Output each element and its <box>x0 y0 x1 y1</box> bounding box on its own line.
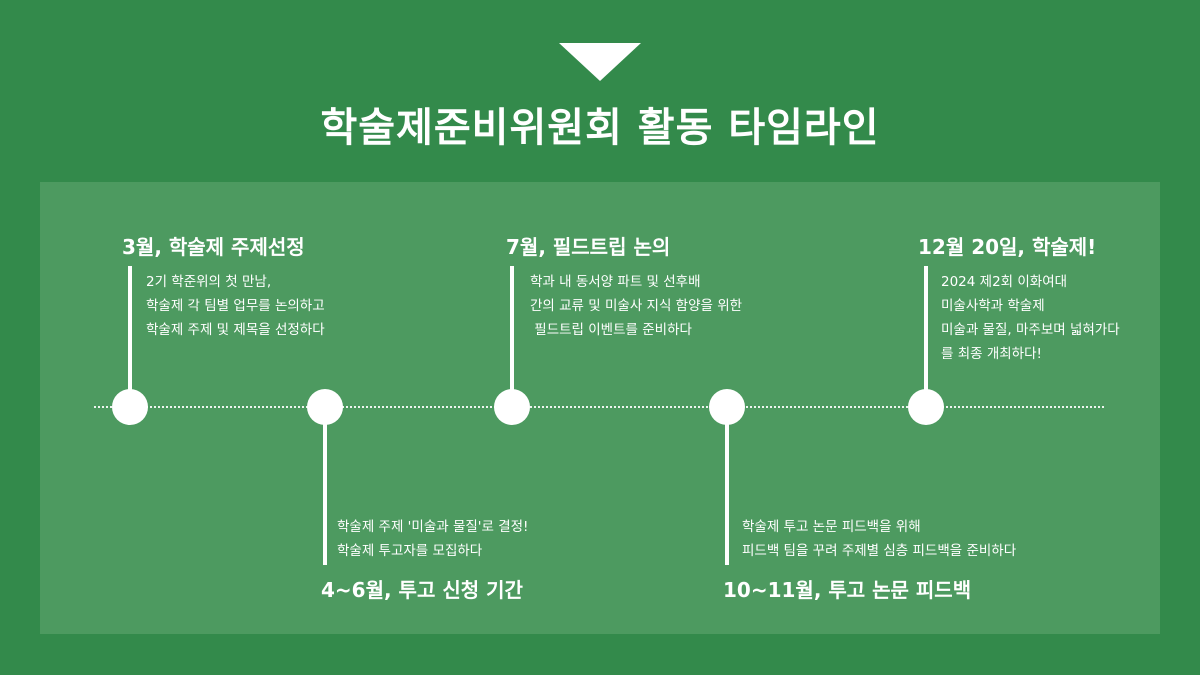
event-4-stem <box>725 420 729 565</box>
down-arrow-icon <box>559 43 641 81</box>
event-3-line-2: 간의 교류 및 미술사 지식 함양을 위한 <box>530 298 743 314</box>
event-5-line-4: 를 최종 개최하다! <box>941 346 1042 362</box>
event-1-line-3: 학술제 주제 및 제목을 선정하다 <box>146 322 325 338</box>
timeline-dotted-line <box>94 406 1104 408</box>
event-2-stem <box>323 420 327 565</box>
event-5-title: 12월 20일, 학술제! <box>918 235 1097 259</box>
event-5-line-3: 미술과 물질, 마주보며 넓혀가다 <box>941 322 1120 338</box>
timeline-panel <box>40 182 1160 634</box>
event-2-line-1: 학술제 주제 '미술과 물질'로 결정! <box>337 519 529 535</box>
event-4-line-1: 학술제 투고 논문 피드백을 위해 <box>742 519 921 535</box>
event-3-description: 학과 내 동서양 파트 및 선후배 간의 교류 및 미술사 지식 함양을 위한 … <box>530 270 742 342</box>
event-4-description: 학술제 투고 논문 피드백을 위해 피드백 팀을 꾸려 주제별 심층 피드백을 … <box>742 515 1016 563</box>
event-5-line-1: 2024 제2회 이화여대 <box>941 274 1068 290</box>
event-2-title: 4~6월, 투고 신청 기간 <box>321 578 523 602</box>
event-3-line-3: 필드트립 이벤트를 준비하다 <box>530 322 692 338</box>
page-title: 학술제준비위원회 활동 타임라인 <box>320 105 880 151</box>
event-1-description: 2기 학준위의 첫 만남, 학술제 각 팀별 업무를 논의하고 학술제 주제 및… <box>146 270 325 342</box>
event-2-node <box>307 389 343 425</box>
event-2-line-2: 학술제 투고자를 모집하다 <box>337 543 483 559</box>
event-5-description: 2024 제2회 이화여대 미술사학과 학술제 미술과 물질, 마주보며 넓혀가… <box>941 270 1120 366</box>
event-1-title: 3월, 학술제 주제선정 <box>122 235 305 259</box>
event-4-title: 10~11월, 투고 논문 피드백 <box>723 578 972 602</box>
event-3-line-1: 학과 내 동서양 파트 및 선후배 <box>530 274 701 290</box>
event-3-title: 7월, 필드트립 논의 <box>506 235 671 259</box>
event-4-node <box>709 389 745 425</box>
event-5-stem <box>924 266 928 392</box>
event-1-line-2: 학술제 각 팀별 업무를 논의하고 <box>146 298 325 314</box>
event-3-stem <box>510 266 514 392</box>
event-5-node <box>908 389 944 425</box>
event-4-line-2: 피드백 팀을 꾸려 주제별 심층 피드백을 준비하다 <box>742 543 1017 559</box>
event-5-line-2: 미술사학과 학술제 <box>941 298 1045 314</box>
event-3-node <box>494 389 530 425</box>
event-2-description: 학술제 주제 '미술과 물질'로 결정! 학술제 투고자를 모집하다 <box>337 515 528 563</box>
event-1-line-1: 2기 학준위의 첫 만남, <box>146 274 272 290</box>
event-1-node <box>112 389 148 425</box>
event-1-stem <box>128 266 132 392</box>
